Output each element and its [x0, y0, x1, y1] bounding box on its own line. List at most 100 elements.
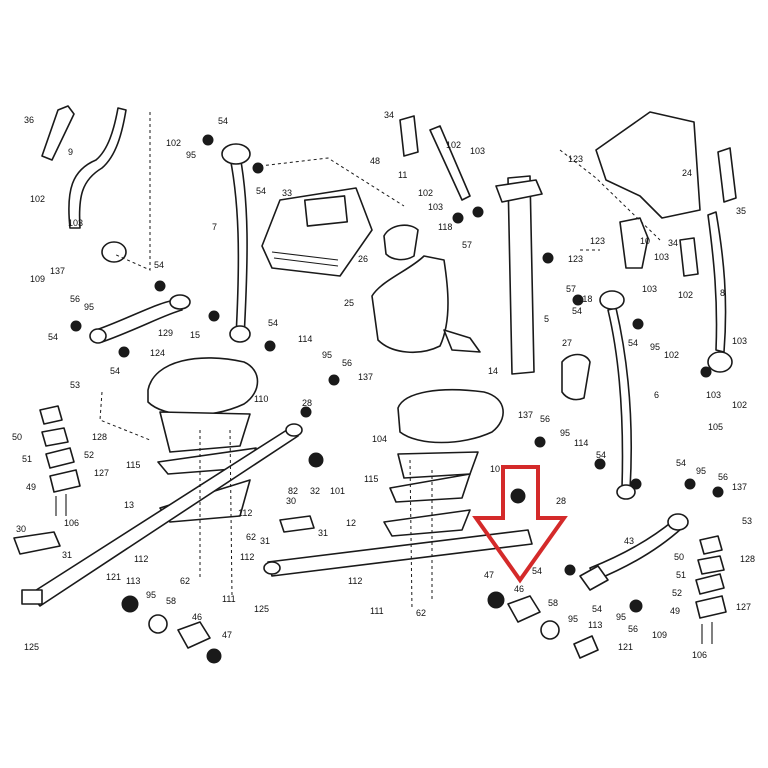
- callout-number: 7: [212, 222, 217, 232]
- callout-number: 103: [654, 252, 669, 262]
- callout-number: 58: [166, 596, 176, 606]
- callout-number: 53: [70, 380, 80, 390]
- callout-number: 103: [68, 218, 83, 228]
- callout-number: 128: [92, 432, 107, 442]
- callout-number: 114: [574, 438, 588, 448]
- callout-number: 103: [642, 284, 657, 294]
- callout-number: 128: [740, 554, 755, 564]
- callout-number: 54: [628, 338, 638, 348]
- callout-number: 115: [364, 474, 378, 484]
- callout-number: 111: [370, 606, 384, 616]
- right-roller-set: [487, 565, 643, 659]
- callout-number: 34: [384, 110, 394, 120]
- callout-number: 30: [286, 496, 296, 506]
- callout-number: 31: [62, 550, 72, 560]
- callout-number: 8: [720, 288, 725, 298]
- callout-number: 111: [222, 594, 236, 604]
- callout-number: 54: [218, 116, 228, 126]
- callout-number: 47: [484, 570, 494, 580]
- callout-number: 95: [146, 590, 156, 600]
- left-upper-arm: [41, 105, 251, 343]
- callout-number: 109: [30, 274, 45, 284]
- callout-number: 95: [568, 614, 578, 624]
- callout-number: 102: [664, 350, 679, 360]
- callout-number: 54: [268, 318, 278, 328]
- callout-number: 31: [260, 536, 270, 546]
- upper-right-bracket: [595, 111, 701, 277]
- hardware: [70, 134, 724, 576]
- callout-number: 102: [446, 140, 461, 150]
- callout-number: 54: [256, 186, 266, 196]
- callout-number: 82: [288, 486, 298, 496]
- callout-number: 31: [318, 528, 328, 538]
- console: [261, 187, 373, 277]
- callout-number: 28: [302, 398, 312, 408]
- right-pedal: [383, 388, 504, 537]
- callout-number: 57: [566, 284, 576, 294]
- callout-number: 48: [370, 156, 380, 166]
- callout-number: 50: [12, 432, 22, 442]
- callout-number: 124: [150, 348, 165, 358]
- callout-number: 49: [26, 482, 36, 492]
- callout-number: 43: [624, 536, 634, 546]
- callout-number: 13: [124, 500, 134, 510]
- callout-number: 102: [732, 400, 747, 410]
- callout-number: 102: [30, 194, 45, 204]
- callout-number: 102: [418, 188, 433, 198]
- left-roller-set: [121, 595, 222, 664]
- callout-number: 58: [548, 598, 558, 608]
- callout-number: 27: [562, 338, 572, 348]
- callout-number: 56: [342, 358, 352, 368]
- callout-number: 95: [186, 150, 196, 160]
- callout-number: 46: [192, 612, 202, 622]
- callout-number: 95: [84, 302, 94, 312]
- callout-number: 137: [50, 266, 65, 276]
- callout-number: 106: [64, 518, 79, 528]
- console-shroud: [371, 224, 591, 401]
- callout-number: 24: [682, 168, 692, 178]
- callout-number: 26: [358, 254, 368, 264]
- callout-number: 137: [732, 482, 747, 492]
- callout-number: 125: [24, 642, 39, 652]
- callout-number: 53: [742, 516, 752, 526]
- callout-number: 62: [180, 576, 190, 586]
- callout-number: 123: [568, 154, 583, 164]
- callout-number: 106: [692, 650, 707, 660]
- highlight-arrow: [472, 465, 568, 584]
- callout-number: 54: [110, 366, 120, 376]
- callout-number: 110: [254, 394, 268, 404]
- callout-number: 46: [514, 584, 524, 594]
- callout-number: 101: [330, 486, 345, 496]
- callout-number: 52: [672, 588, 682, 598]
- upright-mast: [399, 115, 543, 375]
- callout-number: 115: [126, 460, 140, 470]
- callout-number: 56: [540, 414, 550, 424]
- callout-number: 56: [628, 624, 638, 634]
- callout-number: 103: [470, 146, 485, 156]
- callout-number: 14: [488, 366, 498, 376]
- callout-number: 49: [670, 606, 680, 616]
- callout-number: 51: [22, 454, 32, 464]
- callout-number: 12: [346, 518, 356, 528]
- callout-number: 123: [590, 236, 605, 246]
- callout-number: 123: [568, 254, 583, 264]
- right-bracket-stack: [695, 535, 727, 644]
- callout-number: 5: [544, 314, 549, 324]
- callout-number: 11: [398, 170, 407, 180]
- callout-number: 109: [652, 630, 667, 640]
- callout-number: 56: [718, 472, 728, 482]
- callout-number: 118: [438, 222, 452, 232]
- callout-number: 95: [696, 466, 706, 476]
- callout-number: 52: [84, 450, 94, 460]
- callout-number: 103: [706, 390, 721, 400]
- callout-number: 114: [298, 334, 312, 344]
- callout-number: 118: [578, 294, 592, 304]
- callout-number: 9: [68, 147, 73, 157]
- callout-number: 54: [48, 332, 58, 342]
- callout-number: 103: [428, 202, 443, 212]
- right-upper-arm: [599, 147, 737, 500]
- callout-number: 54: [676, 458, 686, 468]
- callout-number: 10: [640, 236, 650, 246]
- callout-number: 112: [240, 552, 254, 562]
- callout-number: 54: [532, 566, 542, 576]
